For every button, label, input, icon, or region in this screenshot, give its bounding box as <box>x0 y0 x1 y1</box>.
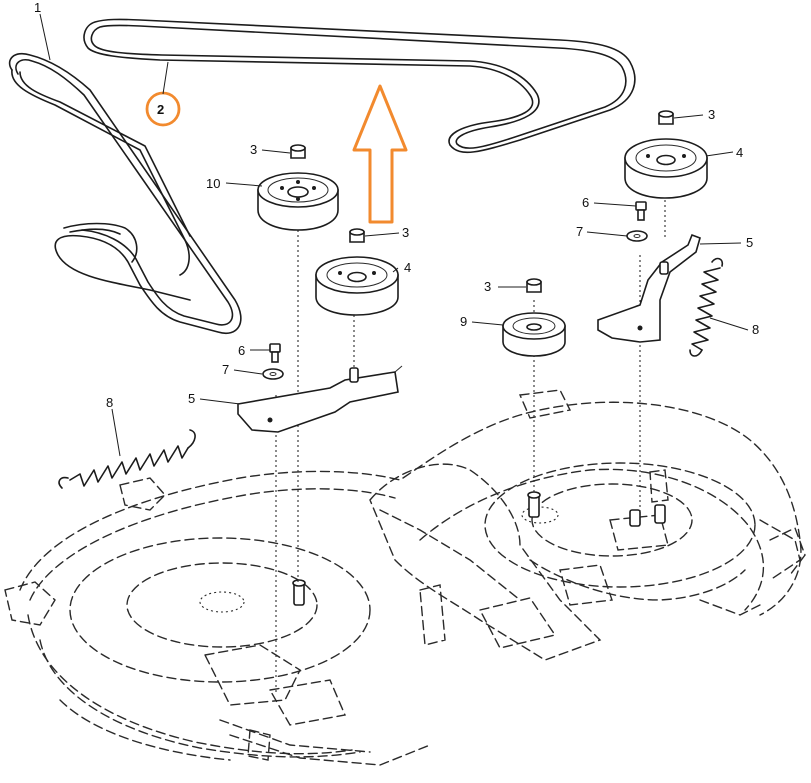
callout-belt-short: 2 <box>157 102 164 117</box>
callout-washer-left: 7 <box>222 362 229 377</box>
left-spindle-post <box>292 579 306 606</box>
nut-d <box>658 110 674 125</box>
nut-a <box>290 144 306 159</box>
callout-bracket-right: 5 <box>746 235 753 250</box>
callout-bolt-right: 6 <box>582 195 589 210</box>
right-spindle-post <box>629 504 666 527</box>
highlight-arrow <box>352 84 408 224</box>
center-spindle-post <box>527 491 541 518</box>
callout-belt-long: 1 <box>34 0 41 15</box>
drive-pulley-left <box>315 256 399 316</box>
callout-pulley-center: 9 <box>460 314 467 329</box>
callout-pulley-idler: 10 <box>206 176 220 191</box>
idler-bracket-right <box>597 233 701 343</box>
idler-pulley <box>257 172 339 231</box>
callout-bolt-left: 6 <box>238 343 245 358</box>
drive-pulley-right <box>624 138 708 199</box>
nut-c <box>526 278 542 293</box>
callout-washer-right: 7 <box>576 224 583 239</box>
callout-nut-a: 3 <box>250 142 257 157</box>
spring-left <box>58 429 196 489</box>
callout-pulley-right-large: 4 <box>736 145 743 160</box>
leader-lines <box>39 13 749 457</box>
washer-right <box>626 230 648 242</box>
bolt-left <box>269 343 281 363</box>
callout-pulley-left-large: 4 <box>404 260 411 275</box>
mower-deck <box>4 389 806 766</box>
belt-long <box>8 52 242 335</box>
idler-bracket-left <box>237 365 403 433</box>
callout-nut-c: 3 <box>484 279 491 294</box>
callout-spring-right: 8 <box>752 322 759 337</box>
callout-spring-left: 8 <box>106 395 113 410</box>
washer-left <box>262 368 284 380</box>
assembly-lines <box>275 190 666 695</box>
callout-nut-b: 3 <box>402 225 409 240</box>
callout-labels: 1 2 3 10 3 4 6 7 5 8 3 9 3 4 6 7 5 8 <box>34 0 759 410</box>
nut-b <box>349 228 365 243</box>
deck-spindles <box>292 491 666 606</box>
bolt-right <box>635 201 647 221</box>
callout-bracket-left: 5 <box>188 391 195 406</box>
callout-nut-d: 3 <box>708 107 715 122</box>
center-pulley <box>502 312 566 357</box>
spring-right <box>689 257 724 357</box>
belt-short <box>83 18 636 154</box>
